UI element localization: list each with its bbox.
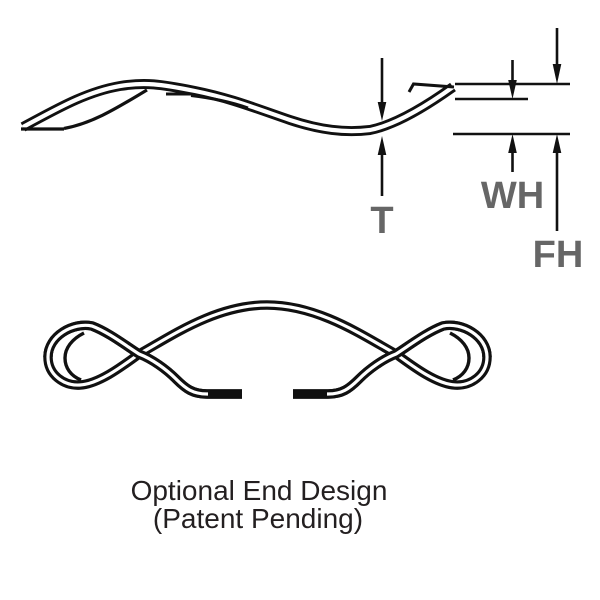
wh-arrow-upper-head bbox=[508, 80, 517, 99]
overlap-seam-underlayer bbox=[190, 94, 249, 110]
dimension-annotations: T WH FH bbox=[370, 28, 583, 276]
right-end-flap-edge bbox=[407, 82, 455, 93]
caption: Optional End Design (Patent Pending) bbox=[131, 475, 388, 534]
work-height-label: WH bbox=[481, 175, 544, 217]
ribbon-core bbox=[46, 303, 489, 396]
ribbon-outline bbox=[43, 300, 492, 399]
t-arrow-lower-head bbox=[377, 136, 387, 155]
t-arrow-upper-head bbox=[377, 102, 387, 121]
wh-arrow-lower-head bbox=[508, 134, 517, 153]
end-design-figure bbox=[43, 300, 492, 399]
right-loop-inner-edge bbox=[449, 331, 471, 382]
caption-line-2: (Patent Pending) bbox=[153, 503, 363, 534]
fh-arrow-lower-head bbox=[552, 134, 562, 153]
left-end-strand-core bbox=[46, 323, 242, 396]
free-height-label: FH bbox=[533, 234, 584, 276]
fh-arrow-upper-head bbox=[552, 64, 562, 84]
left-loop-inner-edge bbox=[63, 331, 85, 382]
caption-line-1: Optional End Design bbox=[131, 475, 388, 506]
side-view-figure bbox=[20, 78, 456, 137]
right-end-strand-core bbox=[293, 323, 489, 396]
left-end-wedge-curve bbox=[63, 88, 148, 131]
thickness-label: T bbox=[370, 200, 393, 242]
wave-strip-core bbox=[22, 81, 455, 134]
